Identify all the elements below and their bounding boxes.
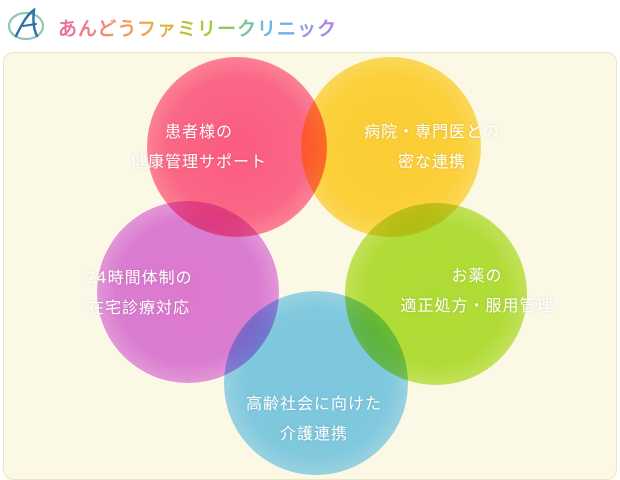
label-home-care-line2: 在宅診療対応 xyxy=(87,298,190,317)
label-health-support: 患者様の 健康管理サポート xyxy=(99,117,299,177)
header: あんどうファミリークリニック xyxy=(0,0,620,52)
label-health-support-line1: 患者様の xyxy=(164,122,233,141)
label-nursing-care: 高齢社会に向けた 介護連携 xyxy=(214,389,414,449)
label-home-care: 24時間体制の 在宅診療対応 xyxy=(49,263,229,323)
label-hospital-cooperation-line2: 密な連携 xyxy=(397,152,466,171)
label-medication-line1: お薬の xyxy=(451,266,503,285)
label-hospital-cooperation-line1: 病院・専門医との xyxy=(364,122,500,141)
label-nursing-care-line2: 介護連携 xyxy=(279,424,348,443)
clinic-logo-icon[interactable] xyxy=(6,6,50,42)
clinic-name[interactable]: あんどうファミリークリニック xyxy=(58,14,337,41)
label-medication: お薬の 適正処方・服用管理 xyxy=(372,261,582,321)
label-home-care-line1: 24時間体制の xyxy=(85,268,193,287)
label-health-support-line2: 健康管理サポート xyxy=(130,152,267,171)
label-hospital-cooperation: 病院・専門医との 密な連携 xyxy=(327,117,537,177)
bubble-nursing-care xyxy=(224,291,408,475)
label-medication-line2: 適正処方・服用管理 xyxy=(400,296,554,315)
label-nursing-care-line1: 高齢社会に向けた xyxy=(245,394,382,413)
services-panel: 患者様の 健康管理サポート 病院・専門医との 密な連携 24時間体制の 在宅診療… xyxy=(3,52,617,480)
